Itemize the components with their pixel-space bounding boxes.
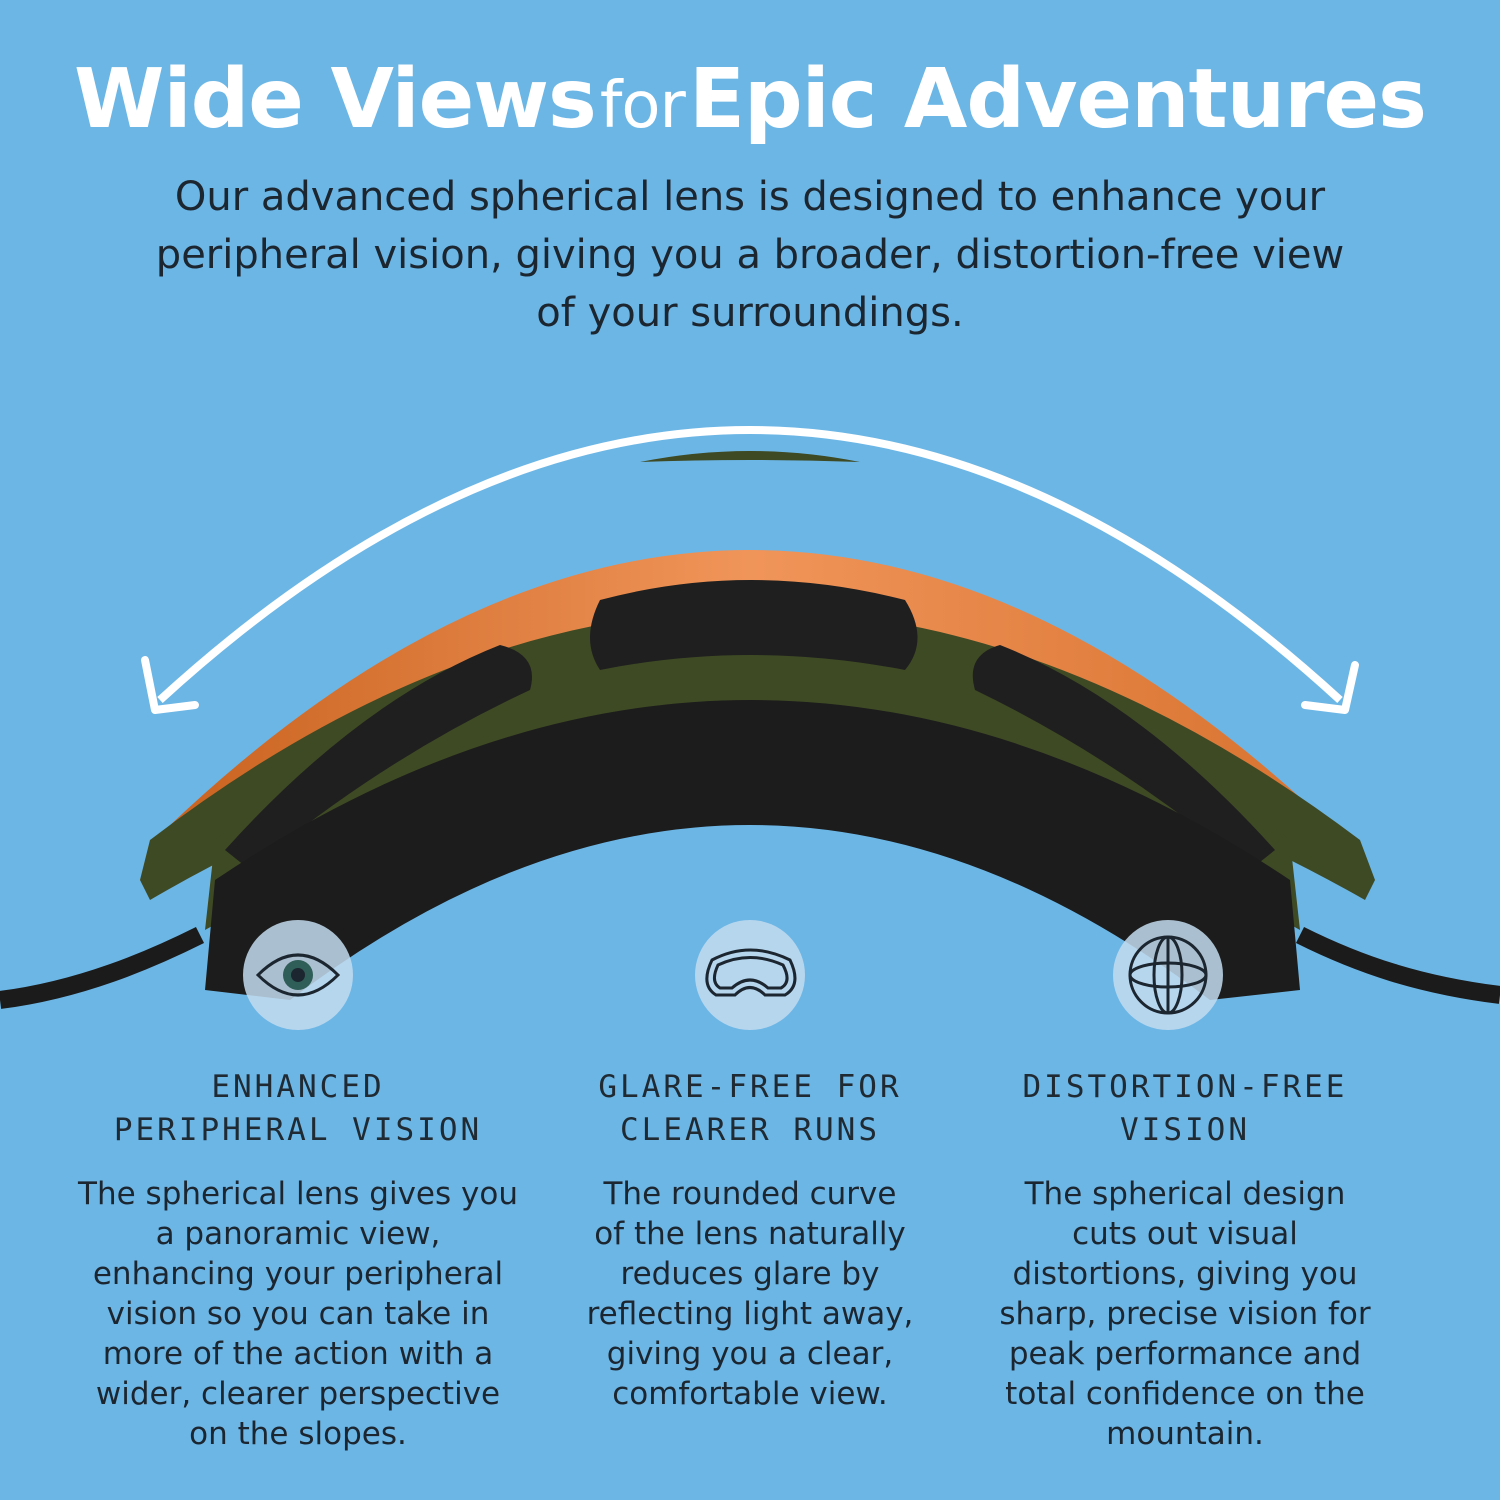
title-part-3: Epic Adventures (688, 52, 1427, 147)
foam-face-band (205, 700, 1300, 1000)
foam-pad-right (972, 645, 1275, 870)
feature-description: The spherical lens gives you a panoramic… (63, 1174, 533, 1454)
feature-heading-line: GLARE-FREE FOR (598, 1069, 902, 1105)
arrow-head-left (141, 656, 199, 714)
feature-peripheral-vision: ENHANCED PERIPHERAL VISION The spherical… (63, 1066, 533, 1454)
feature-description-line: a panoramic view, (155, 1216, 441, 1252)
subtitle-line: peripheral vision, giving you a broader,… (155, 232, 1345, 278)
subtitle-line: Our advanced spherical lens is designed … (174, 174, 1326, 220)
goggle-strap-left (0, 926, 205, 1009)
subtitle-line: of your surroundings. (536, 290, 964, 336)
feature-heading: DISTORTION-FREE VISION (950, 1066, 1420, 1152)
feature-icon-circle (695, 920, 805, 1030)
feature-description-line: enhancing your peripheral (92, 1256, 504, 1292)
foam-pad-center (590, 580, 918, 670)
goggles-icon (705, 948, 797, 997)
wide-view-arc (157, 426, 1343, 703)
feature-heading-line: VISION (1120, 1112, 1250, 1148)
feature-description-line: distortions, giving you (1012, 1256, 1358, 1292)
feature-description-line: more of the action with a (102, 1336, 494, 1372)
page-title: Wide Views for Epic Adventures (0, 52, 1500, 147)
eye-icon (255, 953, 341, 997)
feature-description-line: comfortable view. (612, 1376, 888, 1412)
feature-description-line: cuts out visual (1072, 1216, 1298, 1252)
feature-heading-line: ENHANCED (211, 1069, 385, 1105)
feature-description-line: reflecting light away, (586, 1296, 914, 1332)
feature-description-line: giving you a clear, (606, 1336, 894, 1372)
feature-glare-free: GLARE-FREE FOR CLEARER RUNS The rounded … (515, 1066, 985, 1414)
feature-description-line: vision so you can take in (106, 1296, 490, 1332)
foam-pad-left (225, 645, 532, 870)
feature-description-line: The spherical design (1024, 1176, 1346, 1212)
sphere-icon (1128, 935, 1208, 1015)
feature-description-line: The rounded curve (603, 1176, 897, 1212)
feature-distortion-free: DISTORTION-FREE VISION The spherical des… (950, 1066, 1420, 1454)
page-subtitle: Our advanced spherical lens is designed … (120, 168, 1380, 342)
feature-description-line: peak performance and (1008, 1336, 1362, 1372)
feature-description-line: on the slopes. (189, 1416, 407, 1452)
goggle-frame-top (640, 451, 860, 462)
feature-description-line: reduces glare by (620, 1256, 880, 1292)
feature-description-line: The spherical lens gives you (78, 1176, 518, 1212)
feature-description-line: total confidence on the (1005, 1376, 1365, 1412)
goggle-lens (165, 550, 1335, 830)
feature-heading: GLARE-FREE FOR CLEARER RUNS (515, 1066, 985, 1152)
goggle-strap-right (1295, 926, 1500, 1004)
feature-description-line: wider, clearer perspective (95, 1376, 501, 1412)
feature-heading: ENHANCED PERIPHERAL VISION (63, 1066, 533, 1152)
feature-heading-line: DISTORTION-FREE (1022, 1069, 1348, 1105)
feature-description-line: mountain. (1106, 1416, 1264, 1452)
feature-heading-line: CLEARER RUNS (620, 1112, 880, 1148)
arrow-head-right (1301, 661, 1359, 714)
feature-heading-line: PERIPHERAL VISION (113, 1112, 483, 1148)
feature-description-line: sharp, precise vision for (999, 1296, 1371, 1332)
title-part-1: Wide Views (74, 52, 597, 147)
feature-description: The spherical design cuts out visual dis… (950, 1174, 1420, 1454)
goggle-illustration (0, 426, 1500, 1030)
title-part-2: for (599, 69, 686, 143)
feature-description-line: of the lens naturally (594, 1216, 906, 1252)
feature-description: The rounded curve of the lens naturally … (515, 1174, 985, 1414)
